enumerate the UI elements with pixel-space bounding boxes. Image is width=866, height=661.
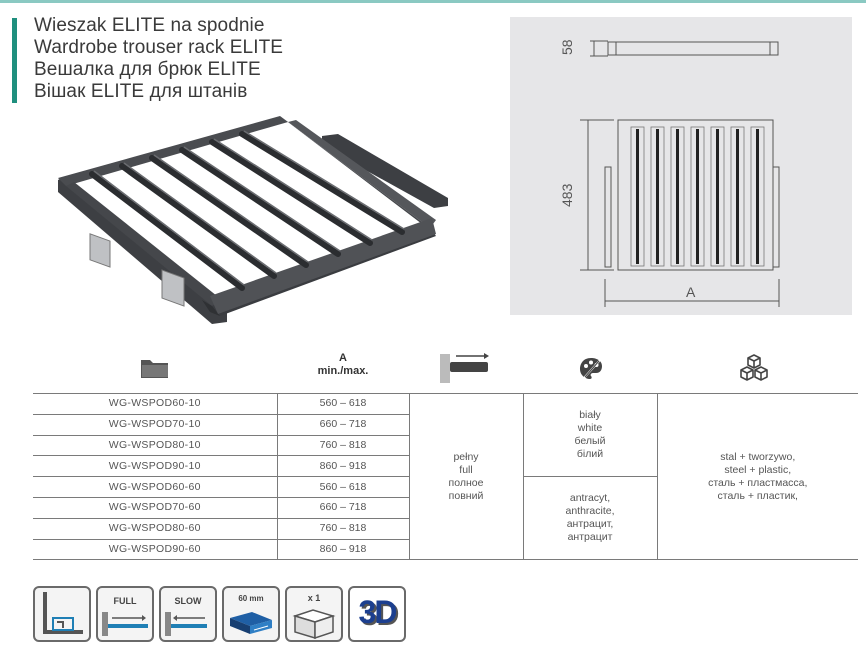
color-anthracite-ua: антрацит [567,531,613,544]
range-value: 560 – 618 [276,476,410,498]
range-value: 660 – 718 [276,413,410,436]
height-dimension: 58 [559,39,575,55]
3d-label: 3D [358,594,398,630]
product-code: WG-WSPOD80-10 [33,434,278,457]
quantity-box-icon: x 1 [285,586,343,642]
product-code: WG-WSPOD60-10 [33,393,278,415]
range-value: 760 – 818 [276,434,410,457]
mounting-icon [33,586,91,642]
height-60mm-icon: 60 mm [222,586,280,642]
spec-table: WG-WSPOD60-10 560 – 618 pełny full полно… [33,392,858,561]
depth-dimension: 483 [559,183,575,207]
color-anthracite-ru: антрацит, [566,518,614,531]
qty-label: x 1 [307,593,321,603]
full-extension-icon: FULL [96,586,154,642]
color-anthracite-en: anthracite, [565,505,615,518]
title-ua: Вішак ELITE для штанів [34,81,248,102]
title-en: Wardrobe trouser rack ELITE [34,37,284,58]
extension-type-cell: pełny full полное повний [408,392,524,561]
range-value: 860 – 918 [276,455,410,478]
color-white-ua: білий [576,448,604,461]
extension-icon [440,353,489,383]
table-row: WG-WSPOD60-10 560 – 618 pełny full полно… [33,392,858,561]
product-image [58,116,448,324]
table-row: WG-WSPOD80-60 760 – 818 [33,517,858,540]
extension-type-ua: повний [448,489,484,502]
product-code: WG-WSPOD90-10 [33,455,278,478]
material-ru: сталь + пластмасса, [708,476,808,489]
extension-type-ru: полное [448,476,484,489]
range-header-title: A [339,352,347,364]
range-value: 760 – 818 [276,517,410,540]
accent-bar [12,18,17,103]
palette-icon [580,358,602,379]
range-header-sub: min./max. [317,365,369,377]
range-header: A min./max. [298,352,388,378]
title-pl: Wieszak ELITE na spodnie [34,15,265,36]
table-row: WG-WSPOD60-60 560 – 618 antracyt, anthra… [33,476,858,561]
range-value: 860 – 918 [276,538,410,561]
title-ru: Вешалка для брюк ELITE [34,59,261,80]
slow-close-icon: SLOW [159,586,217,642]
title-block: Wieszak ELITE na spodnie Wardrobe trouse… [34,15,283,103]
table-row: WG-WSPOD70-60 660 – 718 [33,496,858,519]
technical-drawing: 58 483 A [510,17,852,315]
product-code: WG-WSPOD70-60 [33,496,278,519]
full-label: FULL [113,596,137,606]
extension-type-en: full [459,463,473,476]
product-code: WG-WSPOD90-60 [33,538,278,561]
color-white-pl: biały [579,409,601,422]
product-code: WG-WSPOD60-60 [33,476,278,498]
slow-label: SLOW [174,596,202,606]
mm-label: 60 mm [238,594,264,603]
color-white-ru: белый [574,435,606,448]
product-code: WG-WSPOD80-60 [33,517,278,540]
color-anthracite-cell: antracyt, anthracite, антрацит, антрацит [522,476,658,561]
extension-type-pl: pełny [453,450,479,463]
range-value: 660 – 718 [276,496,410,519]
color-anthracite-pl: antracyt, [569,492,611,505]
material-pl: stal + tworzywo, [720,450,796,463]
3d-model-icon: 3D [348,586,406,642]
color-white-cell: biały white белый білий [522,392,658,478]
table-row: WG-WSPOD90-60 860 – 918 [33,538,858,561]
material-en: steel + plastic, [724,463,792,476]
cubes-icon [740,354,768,381]
color-white-en: white [577,422,603,435]
product-code: WG-WSPOD70-10 [33,413,278,436]
material-ua: сталь + пластик, [717,489,798,502]
width-dimension: A [686,284,696,300]
range-value: 560 – 618 [276,393,410,415]
top-rule [0,0,866,3]
table-row: WG-WSPOD80-10 760 – 818 [33,434,858,457]
folder-icon [141,360,168,378]
material-cell: stal + tworzywo, steel + plastic, сталь … [656,392,858,561]
